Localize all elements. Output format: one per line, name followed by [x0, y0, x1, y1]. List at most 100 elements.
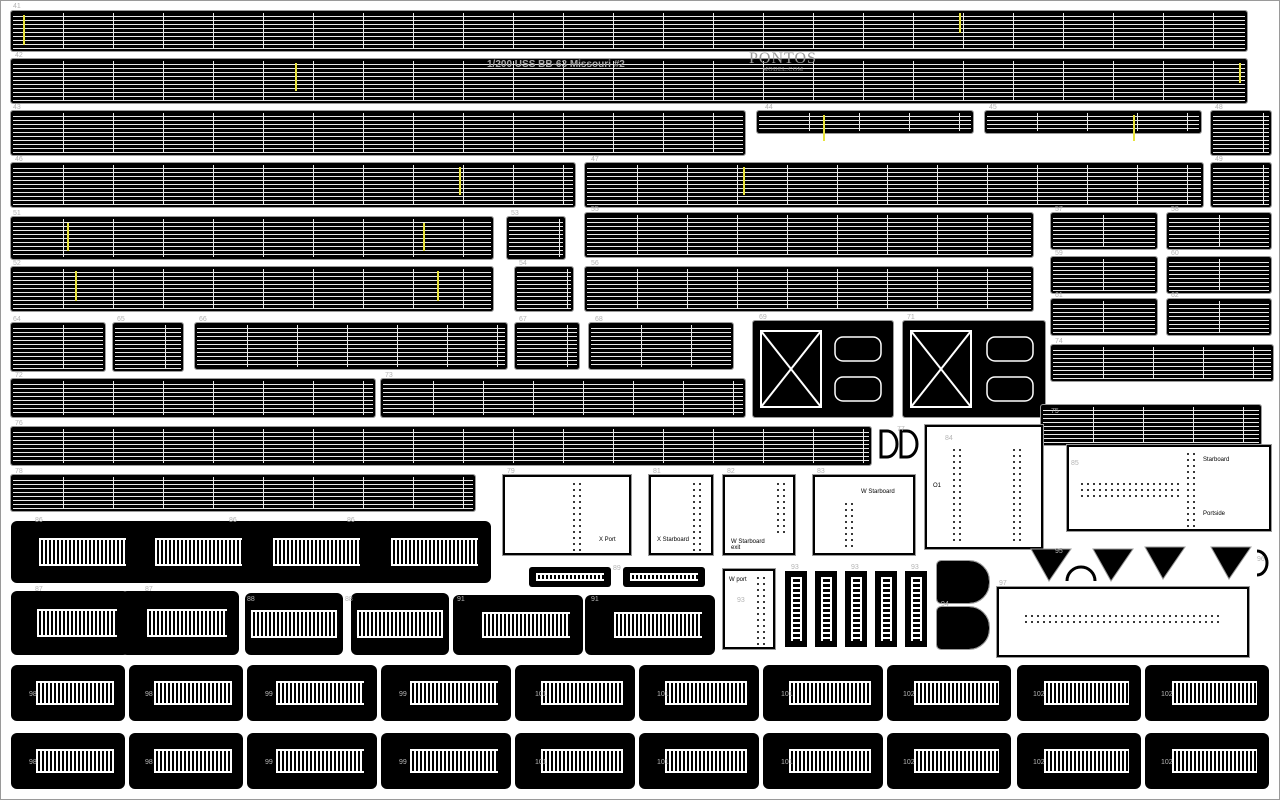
- part-number: 87: [145, 586, 153, 593]
- part-51-railing: [10, 216, 494, 260]
- part-number: 98: [29, 759, 37, 766]
- part-number: 71: [907, 314, 915, 321]
- rail-stanchion: [313, 477, 314, 509]
- rivet-dots: [843, 501, 857, 551]
- rail-stanchion: [313, 113, 314, 153]
- part-73-railing: [380, 378, 746, 418]
- rail-stanchion: [263, 219, 264, 257]
- ladder-rungs: [910, 577, 922, 641]
- rail-stanchion: [813, 61, 814, 101]
- ladder-rungs: [880, 577, 892, 641]
- part-number: 101: [781, 759, 793, 766]
- part-69-hatch-plate: [752, 320, 894, 418]
- part-88-ladder: [351, 593, 449, 655]
- rail-stanchion: [937, 269, 938, 309]
- rail-stanchion: [687, 269, 688, 309]
- rail-stanchion: [909, 113, 910, 131]
- rail-stanchion: [483, 381, 484, 415]
- part-85-plate: Starboard Portside: [1066, 444, 1272, 532]
- rail-stanchion: [263, 269, 264, 309]
- part-number: 49: [1215, 156, 1223, 163]
- part-number: 102: [1033, 691, 1045, 698]
- rail-stanchion: [213, 13, 214, 49]
- rail-stanchion: [887, 269, 888, 309]
- rail-stanchion: [263, 165, 264, 205]
- part-number: 66: [199, 316, 207, 323]
- part-98-ladder: [129, 665, 243, 721]
- rail-stanchion: [1087, 113, 1088, 131]
- rail-stanchion: [737, 269, 738, 309]
- ladder-rungs: [1172, 680, 1257, 706]
- rivet-dots: [1079, 481, 1183, 501]
- rail-stanchion: [1193, 407, 1194, 443]
- part-number: 102: [1161, 759, 1173, 766]
- part-87-ladder: [11, 591, 129, 655]
- rail-stanchion: [687, 215, 688, 255]
- part-102-ladder: [1017, 733, 1141, 789]
- rail-stanchion: [313, 219, 314, 257]
- rail-stanchion: [637, 215, 638, 255]
- rail-stanchion: [567, 325, 568, 367]
- rail-stanchion: [1153, 347, 1154, 379]
- part-number: 69: [759, 314, 767, 321]
- rail-stanchion: [1243, 407, 1244, 443]
- part-55-railing: [584, 212, 1034, 258]
- part-86-ladder: [11, 521, 139, 583]
- part-number: 87: [35, 586, 43, 593]
- rail-stanchion: [787, 215, 788, 255]
- part-number: 56: [591, 260, 599, 267]
- part-96-bracket: [1141, 541, 1271, 587]
- ladder-rungs: [789, 748, 871, 774]
- part-49-railing: [1210, 162, 1272, 208]
- part-87-ladder: [121, 591, 239, 655]
- part-number: 97: [999, 580, 1007, 587]
- ladder-rungs: [409, 748, 498, 774]
- part-number: 83: [817, 468, 825, 475]
- part-number: 67: [519, 316, 527, 323]
- part-46-railing: [10, 162, 576, 208]
- part-number: 101: [657, 691, 669, 698]
- part-number: 101: [535, 759, 547, 766]
- part-95-bracket: [1027, 541, 1137, 587]
- marker-tick: [295, 63, 297, 91]
- part-91-ladder: [585, 595, 715, 655]
- part-53-railing: [506, 216, 566, 260]
- ladder-rungs: [36, 608, 118, 638]
- rail-stanchion: [663, 429, 664, 463]
- rail-stanchion: [433, 381, 434, 415]
- part-number: 101: [535, 691, 547, 698]
- plate-label: W port: [729, 577, 747, 583]
- rail-stanchion: [1163, 61, 1164, 101]
- rail-stanchion: [263, 381, 264, 415]
- rail-stanchion: [1253, 347, 1254, 379]
- rail-stanchion: [1063, 61, 1064, 101]
- rail-stanchion: [413, 113, 414, 153]
- part-84-plate: O1: [924, 424, 1044, 550]
- rail-stanchion: [63, 13, 64, 49]
- plate-label: X Starboard: [657, 537, 690, 543]
- part-101-ladder: [639, 665, 759, 721]
- part-101-ladder: [639, 733, 759, 789]
- rail-stanchion: [313, 165, 314, 205]
- rail-stanchion: [687, 165, 688, 205]
- rail-stanchion: [513, 429, 514, 463]
- rail-stanchion: [1137, 113, 1138, 131]
- rail-stanchion: [513, 13, 514, 49]
- rail-stanchion: [613, 61, 614, 101]
- rail-stanchion: [713, 429, 714, 463]
- rail-stanchion: [1103, 259, 1104, 291]
- rail-stanchion: [887, 165, 888, 205]
- part-97-plate: [996, 586, 1250, 658]
- rail-stanchion: [963, 61, 964, 101]
- rail-stanchion: [1143, 407, 1144, 443]
- marker-tick: [823, 115, 825, 141]
- rail-stanchion: [463, 429, 464, 463]
- rail-stanchion: [683, 381, 684, 415]
- part-66-railing: [194, 322, 508, 370]
- part-number: 86: [229, 517, 237, 524]
- rail-stanchion: [1103, 215, 1104, 247]
- ladder-rungs: [850, 577, 862, 641]
- rail-stanchion: [363, 61, 364, 101]
- rail-stanchion: [213, 61, 214, 101]
- rail-stanchion: [787, 269, 788, 309]
